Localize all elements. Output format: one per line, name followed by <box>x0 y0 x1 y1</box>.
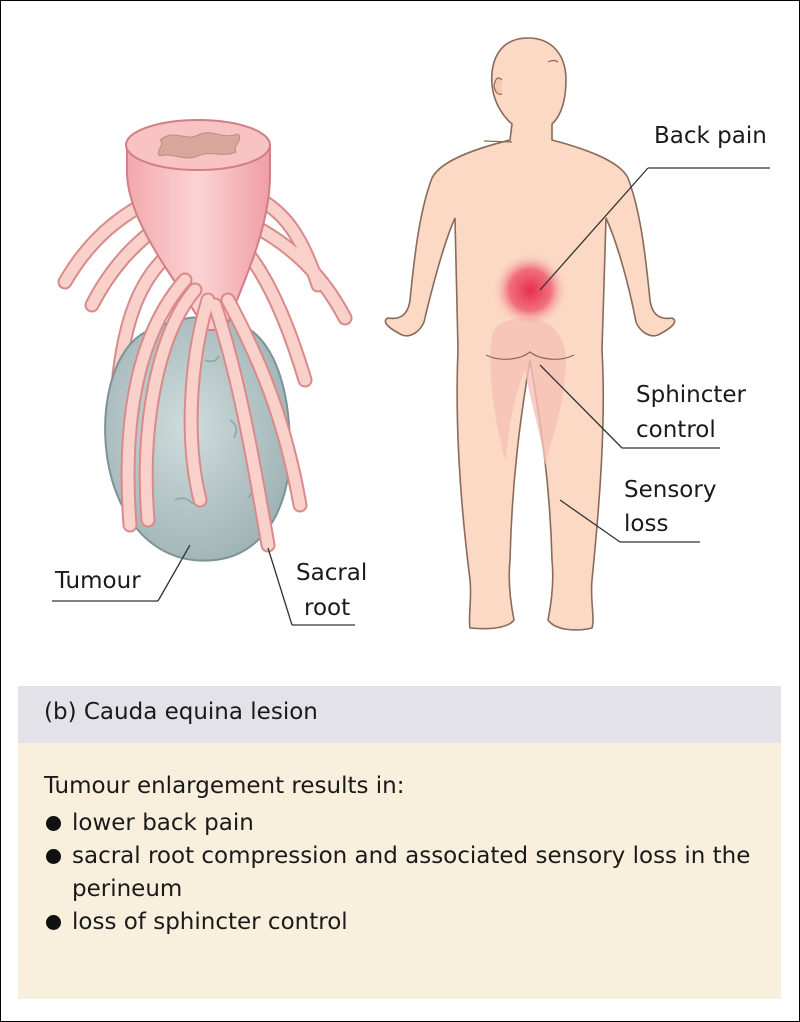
explanation-box: Tumour enlargement results in: lower bac… <box>18 743 781 999</box>
sensory-loss-leader-line <box>559 499 700 543</box>
cauda-equina-illustration <box>57 119 353 562</box>
bullet-dot-icon <box>46 915 61 930</box>
back-pain-spot <box>492 252 568 328</box>
grey-matter <box>157 132 241 159</box>
back-pain-label: Back pain <box>654 123 767 149</box>
caption-bar: (b) Cauda equina lesion <box>18 686 781 743</box>
back-pain-leader-line <box>539 167 770 291</box>
spinal-cord <box>126 144 271 331</box>
bullet-dot-icon <box>46 849 61 864</box>
sphincter-label-line1: Sphincter <box>636 382 747 408</box>
tumour-label: Tumour <box>55 568 141 594</box>
sensory-label-line1: Sensory <box>624 477 717 503</box>
bullet-dot-icon <box>46 816 61 831</box>
human-figure <box>384 37 676 631</box>
sphincter-label-line2: control <box>636 417 716 443</box>
bullet-item: lower back pain <box>44 807 764 840</box>
bullet-item: loss of sphincter control <box>44 906 764 939</box>
sensory-label-line2: loss <box>624 511 669 537</box>
tumour-leader-line <box>52 544 191 602</box>
sacral-root-leader-line <box>267 547 355 626</box>
sensory-loss-zone <box>490 318 566 465</box>
illustration <box>52 37 770 631</box>
intro-text: Tumour enlargement results in: <box>44 773 405 799</box>
sacral-label-line1: Sacral <box>296 560 368 586</box>
sphincter-leader-line <box>539 364 720 449</box>
bullet-list: lower back pain sacral root compression … <box>44 807 764 939</box>
caption-title: (b) Cauda equina lesion <box>44 699 318 725</box>
sacral-label-line2: root <box>304 595 351 621</box>
bullet-item: sacral root compression and associated s… <box>44 840 764 906</box>
